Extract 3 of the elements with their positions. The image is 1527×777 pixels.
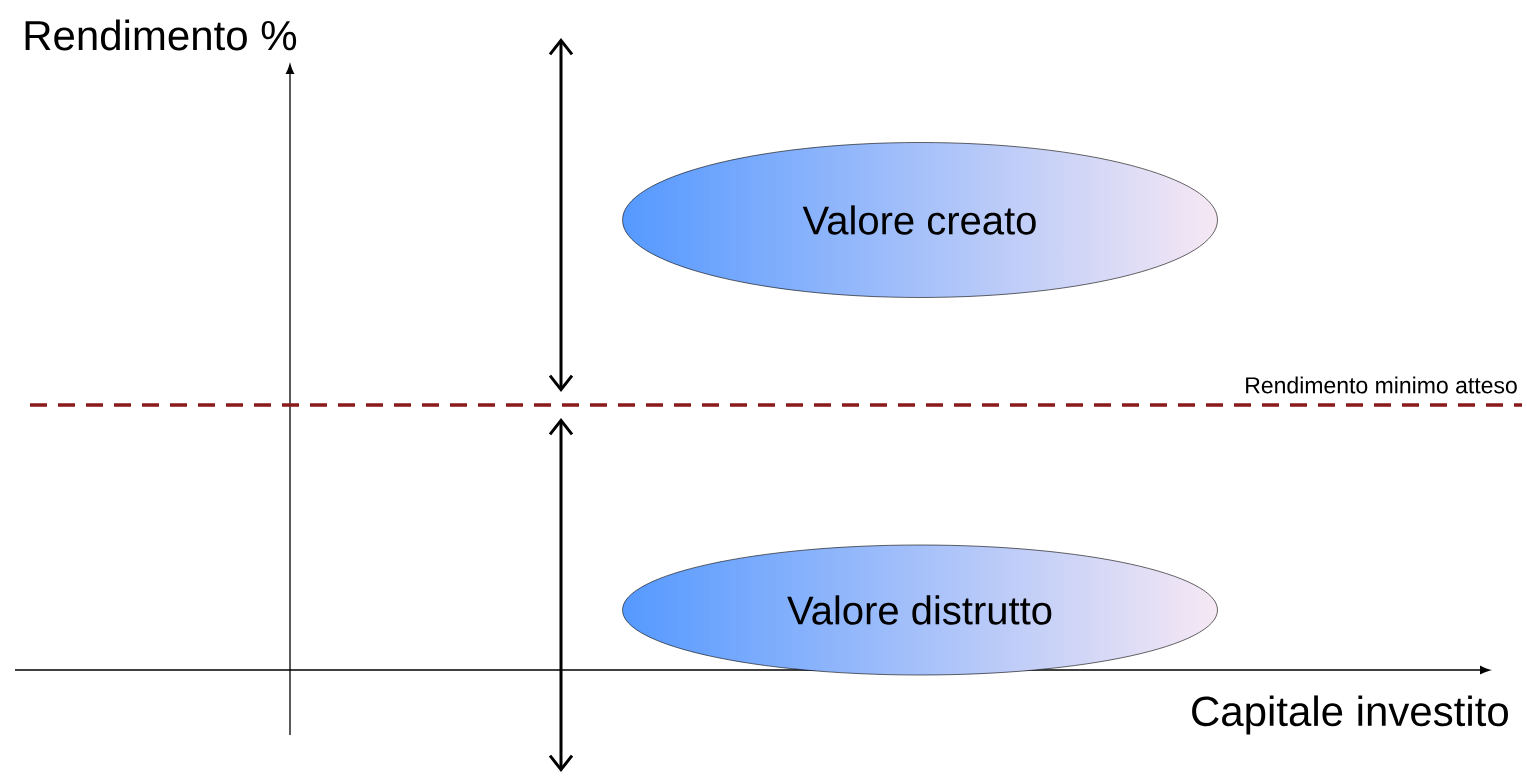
axis-label: Rendimento % [25, 19, 297, 51]
axis-label: Capitale investito [1192, 695, 1508, 735]
threshold-label: Rendimento minimo atteso [1246, 376, 1517, 394]
